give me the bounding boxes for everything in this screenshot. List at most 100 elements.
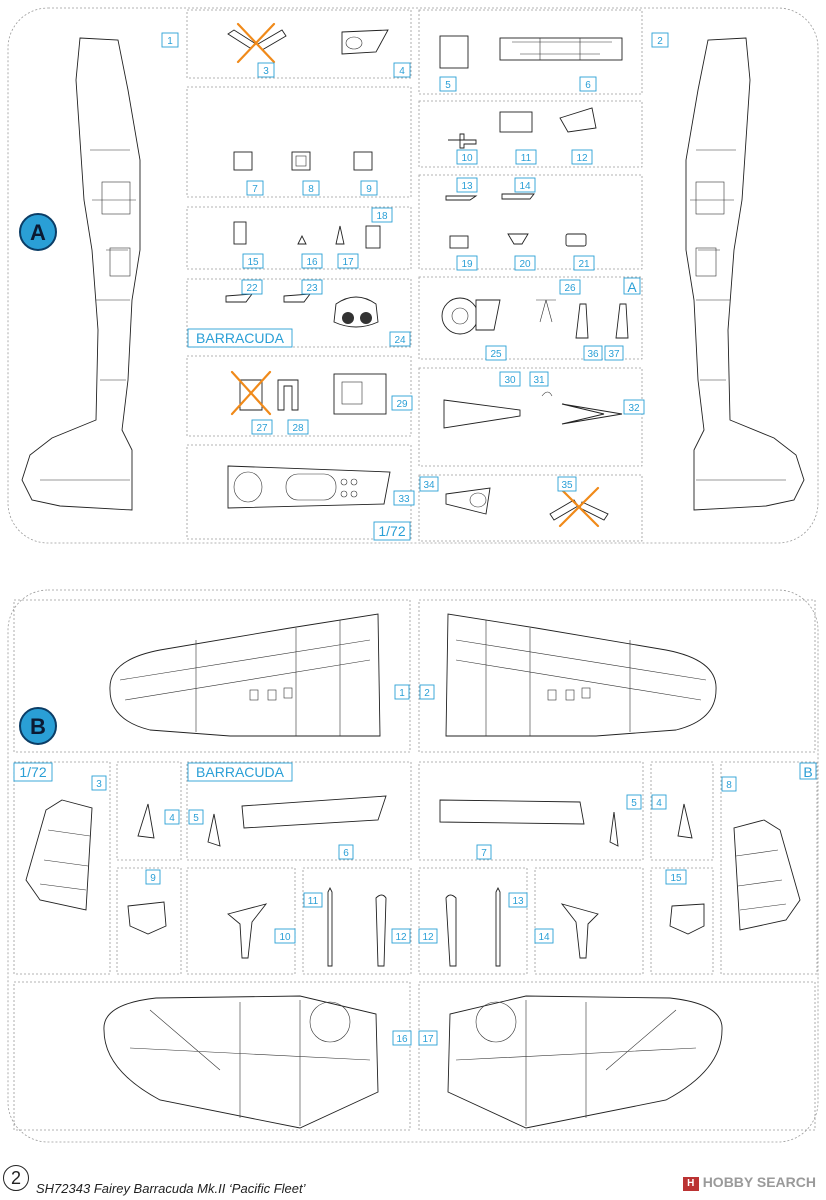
sprue-a-cell (186, 278, 412, 348)
part-label-box (529, 371, 549, 387)
part-label: 37 (608, 349, 620, 360)
part-label: 5 (631, 798, 637, 809)
part-b1-wing (109, 613, 381, 737)
part-b16-wing (103, 995, 379, 1129)
part-label: 36 (587, 349, 599, 360)
part-label-box (665, 869, 687, 885)
sprue-b-cell (116, 867, 182, 975)
part-label-box (360, 180, 378, 196)
part-label: 12 (395, 932, 407, 943)
part-label-box (391, 928, 411, 944)
part-b5-left (207, 813, 221, 847)
part-label: 29 (396, 399, 408, 410)
part-label: 17 (342, 257, 354, 268)
sprue-a: A (7, 7, 819, 544)
part-label-box (164, 809, 180, 825)
part-label: 3 (263, 66, 269, 77)
part-label-box (439, 76, 457, 92)
part-a33-hole (350, 478, 358, 486)
part-a15 (233, 221, 247, 245)
part-label-box (419, 476, 439, 492)
sprue-b-letter: B (30, 714, 46, 739)
part-a21 (565, 233, 587, 247)
part-label: 17 (422, 1034, 434, 1045)
part-label: 15 (670, 873, 682, 884)
part-label-box (246, 180, 264, 196)
part-label: 3 (96, 779, 102, 790)
part-b2-panel (547, 689, 557, 701)
part-label-box (188, 809, 204, 825)
sprue-b-cell (116, 761, 182, 861)
part-a33 (227, 465, 391, 509)
part-label-box (302, 180, 320, 196)
part-label: 5 (445, 80, 451, 91)
part-label: 10 (279, 932, 291, 943)
part-label-box (557, 476, 577, 492)
part-a3 (227, 29, 287, 51)
part-label-box (721, 776, 737, 792)
part-label: 19 (461, 259, 473, 270)
sprue-b-letter-badge (19, 707, 57, 745)
part-label-box (651, 32, 669, 48)
sprue-b-cell (720, 761, 818, 975)
part-label: 24 (394, 335, 406, 346)
orange-x-cross-icon (230, 370, 272, 416)
part-label-box (241, 279, 263, 295)
fuselage-right-window (695, 181, 725, 215)
part-label: 27 (256, 423, 268, 434)
part-label: 12 (576, 153, 588, 164)
part-label-box (392, 1030, 412, 1046)
sprue-b-part-numbers: 1 2 3 4 4 5 5 6 7 8 9 10 11 12 12 13 14 … (91, 684, 737, 1046)
sprue-a-cell (418, 474, 643, 542)
sprue-a-tag: A (627, 279, 637, 295)
fuselage-left-hatch (109, 247, 131, 277)
part-label-box (337, 253, 359, 269)
part-label-box (571, 149, 593, 165)
part-label: 13 (512, 896, 524, 907)
sprue-b-cell (418, 867, 528, 975)
part-label-box (161, 32, 179, 48)
part-b16-bay (309, 1001, 351, 1043)
watermark-text: HOBBY SEARCH (702, 1174, 816, 1190)
part-label: 14 (519, 181, 531, 192)
sprue-b-cell (418, 599, 816, 753)
fuselage-left-window (101, 181, 131, 215)
part-label: 30 (504, 375, 516, 386)
part-a6 (499, 37, 623, 61)
part-label: 20 (519, 259, 531, 270)
part-b1-panel (249, 689, 259, 701)
part-b9 (127, 901, 167, 935)
part-label-box (303, 892, 323, 908)
sprue-a-cell (418, 276, 643, 360)
part-label-box (257, 62, 275, 78)
part-b16-panel-lines (129, 1000, 371, 1126)
part-a16 (297, 234, 307, 245)
sprue-a-cell (418, 367, 643, 467)
part-label: 6 (585, 80, 591, 91)
sprue-a-cell (418, 100, 643, 168)
part-a10 (448, 133, 477, 149)
part-a25 (441, 297, 479, 335)
part-b4-right (677, 803, 693, 839)
part-a14 (501, 193, 535, 200)
part-label-box (651, 794, 667, 810)
part-label: 14 (538, 932, 550, 943)
sprue-b-cell (186, 761, 412, 861)
part-label: 13 (461, 181, 473, 192)
sprue-a-name-box (187, 328, 293, 348)
part-label-box (418, 1030, 438, 1046)
sprue-b-scale-box (13, 762, 53, 782)
part-b5-right (609, 811, 619, 847)
part-label-box (508, 892, 528, 908)
part-label-box (287, 419, 309, 435)
part-label-box (626, 794, 642, 810)
sprue-b-cell (302, 867, 412, 975)
part-label-box (623, 399, 645, 415)
part-label-box (393, 62, 411, 78)
page-number: 2 (3, 1165, 29, 1191)
part-label-box (456, 149, 478, 165)
part-b6 (241, 795, 387, 829)
sprue-b-cell (650, 761, 714, 861)
part-label: 4 (399, 66, 405, 77)
